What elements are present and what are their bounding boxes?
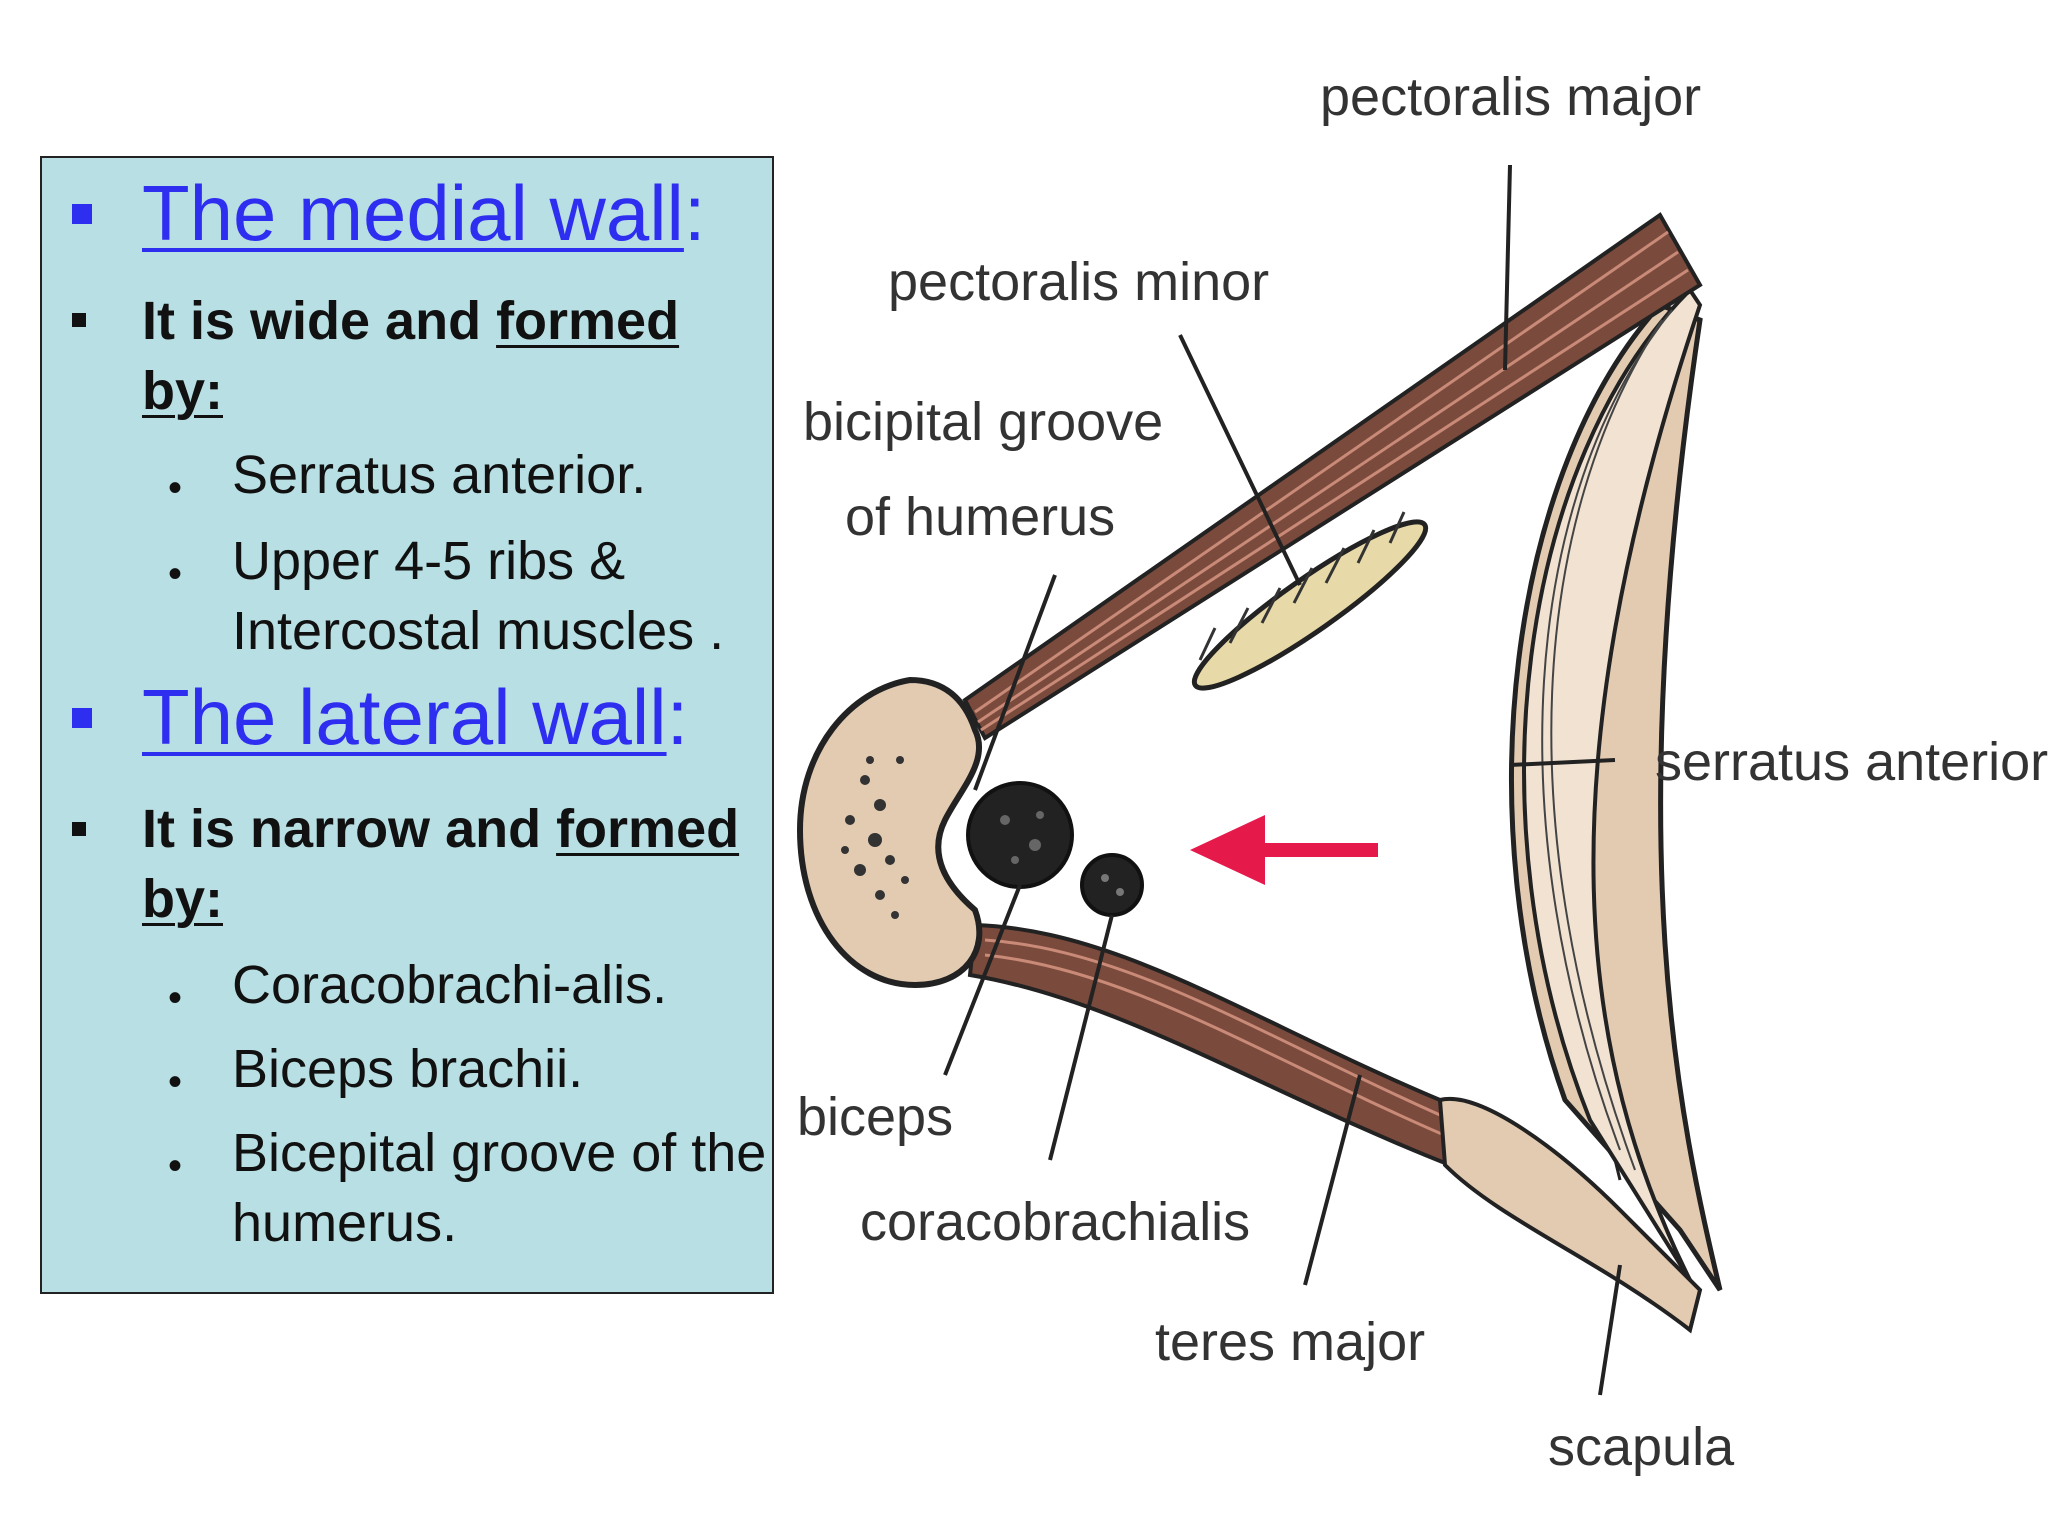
lateral-wall-heading: The lateral wall: [142,673,689,761]
humerus-head [796,676,983,989]
medial-item: Serratus anterior. [232,445,647,505]
label-bicipital-groove-line2: of humerus [845,487,1115,547]
square-bullet-icon [72,822,86,836]
left-arrow-icon [1190,815,1378,885]
lateral-item: Coracobrachi-alis. [232,955,668,1015]
label-coracobrachialis: coracobrachialis [860,1192,1250,1252]
dot-bullet-icon: • [168,466,183,510]
dot-bullet-icon: • [168,1060,183,1104]
medial-wall-intro: It is wide and formed by: [142,291,680,421]
dot-bullet-icon: • [168,1144,183,1188]
label-pectoralis-major: pectoralis major [1320,67,1701,127]
biceps-muscle [966,781,1074,889]
square-bullet-icon [72,313,86,327]
medial-item: Upper 4-5 ribs & Intercostal muscles . [232,531,725,661]
label-pectoralis-minor: pectoralis minor [888,252,1269,312]
teres-major-muscle [967,922,1453,1169]
lateral-item: Biceps brachii. [232,1039,584,1099]
dot-bullet-icon: • [168,976,183,1020]
medial-wall-heading: The medial wall: [142,169,706,257]
pectoralis-minor-muscle [1191,519,1429,691]
lateral-item: Bicepital groove of the humerus. [232,1123,767,1253]
blue-bullet-icon [72,204,92,224]
lateral-wall-intro: It is narrow and formed by: [142,799,740,929]
text-panel: The medial wall: It is wide and formed b… [40,156,774,1294]
coracobrachialis-muscle [1080,853,1144,917]
label-biceps: biceps [797,1087,953,1147]
label-serratus-anterior: serratus anterior [1655,732,2048,792]
label-teres-major: teres major [1155,1312,1425,1372]
label-scapula: scapula [1548,1417,1735,1477]
scapula-tip [1437,1096,1703,1334]
dot-bullet-icon: • [168,552,183,596]
label-bicipital-groove-line1: bicipital groove [803,392,1163,452]
blue-bullet-icon [72,708,92,728]
